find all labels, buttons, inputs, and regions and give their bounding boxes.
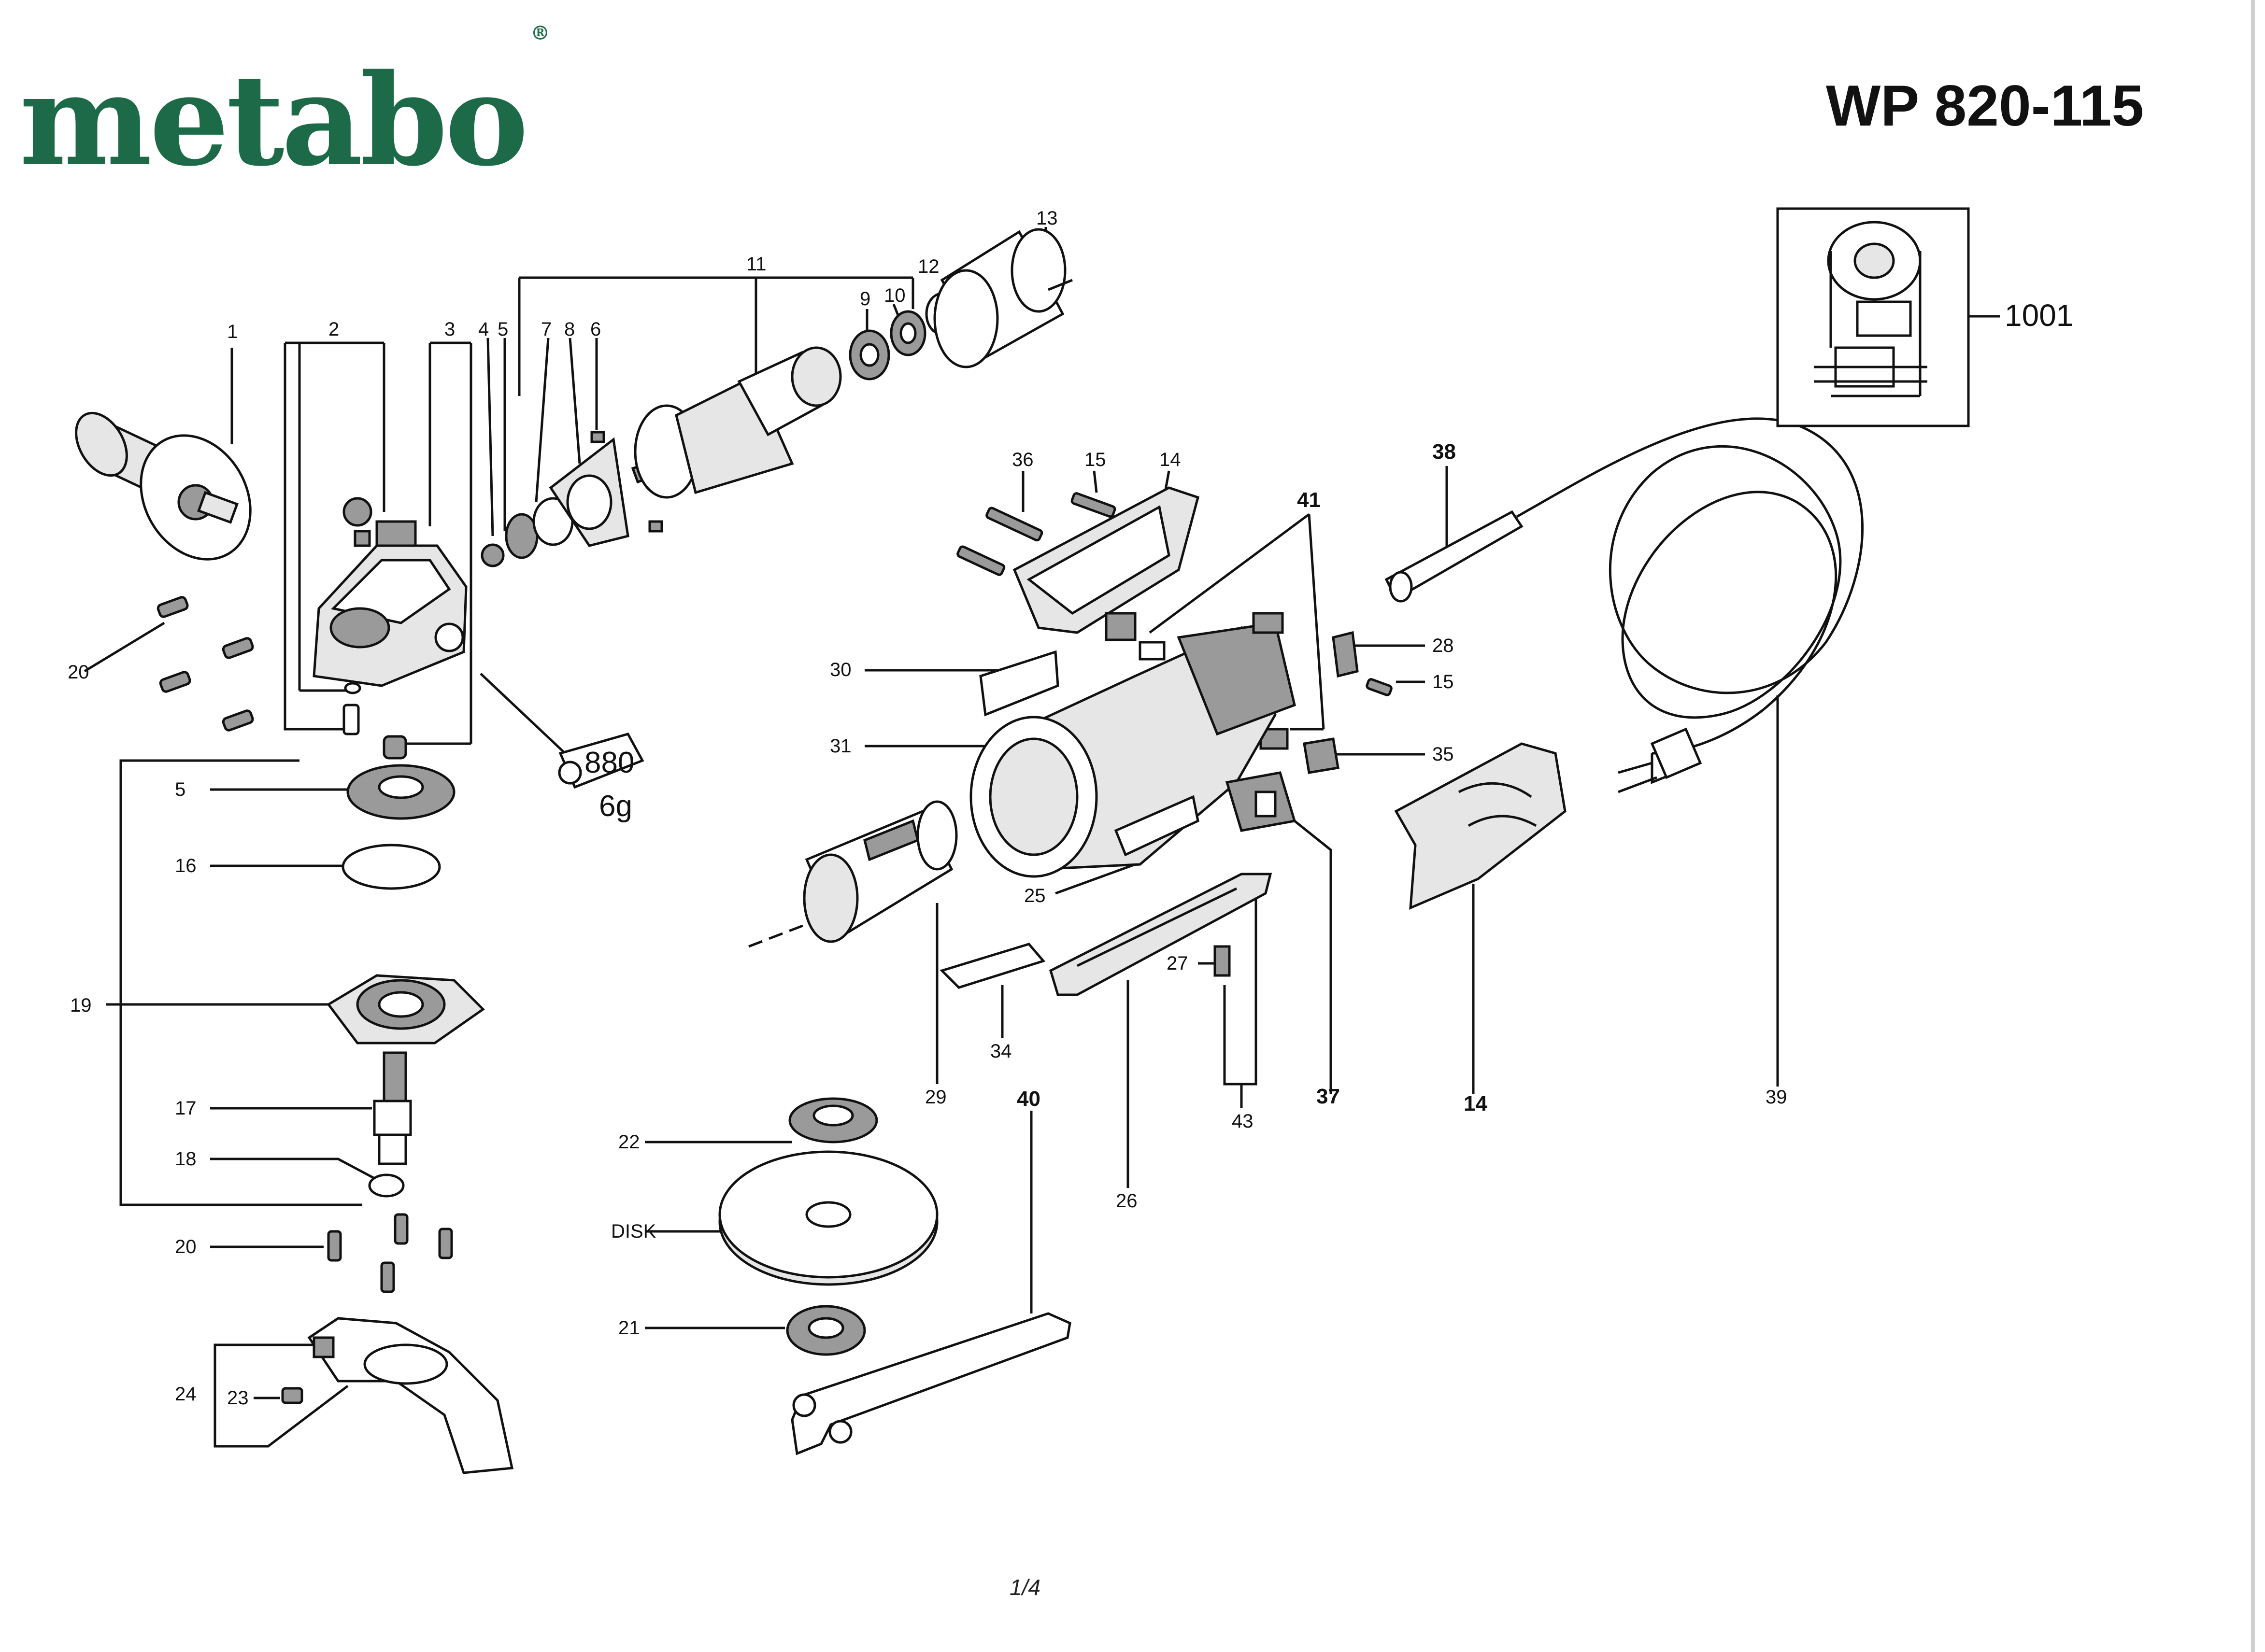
label-1001: 1001 [2005,298,2073,333]
label-37: 37 [1316,1085,1340,1108]
brand-text: metabo [19,47,528,194]
label-27: 27 [1167,953,1188,974]
spindle-flange-part [327,974,485,1045]
label-24: 24 [175,1384,197,1405]
label-25: 25 [1024,885,1046,906]
label-1: 1 [227,321,238,342]
label-20-lower: 20 [175,1236,197,1257]
fan-guard-part [933,228,1073,368]
page-edge [2251,0,2255,1652]
label-39: 39 [1766,1087,1787,1108]
page-number: 1/4 [1010,1575,1040,1600]
label-5-lower: 5 [175,779,185,800]
switch-small-parts [1303,631,1393,774]
snap-ring-part [368,1173,405,1198]
pin-spanner-part [791,1312,1071,1455]
label-43: 43 [1232,1111,1254,1132]
crown-gear-part [346,764,456,820]
insulation-sheet-part [940,943,1046,989]
inner-flange-part [786,1305,866,1356]
label-disk: DISK [611,1221,656,1242]
label-26: 26 [1116,1190,1138,1212]
label-14-top: 14 [1159,449,1181,470]
model-title: WP 820-115 [1826,73,2144,138]
side-handle-part [75,411,252,561]
motor-housing-part [969,612,1296,878]
grease-amount: 6g [599,790,632,823]
metabo-logo: metabo® [19,24,550,184]
label-40: 40 [1017,1087,1040,1111]
armature-part [631,292,959,499]
label-23: 23 [227,1387,249,1409]
label-12: 12 [918,256,940,277]
label-34: 34 [990,1041,1012,1062]
leader-lines [84,227,2000,1448]
label-35: 35 [1432,744,1454,765]
label-10: 10 [884,285,906,306]
grease-tube-part: 880 6g [558,733,644,823]
label-9: 9 [860,288,870,310]
registered-mark: ® [530,22,550,45]
bevel-gear-and-flange [481,431,663,567]
rating-label-part [979,650,1059,717]
label-15-right: 15 [1432,671,1454,692]
label-19: 19 [70,995,92,1016]
switch-spring-part [1213,945,1231,977]
screws-20-lower [327,1213,453,1293]
o-ring-part [342,844,441,890]
switch-rod-part [1049,873,1272,996]
label-21: 21 [618,1317,640,1339]
label-7: 7 [541,319,552,340]
label-22: 22 [618,1131,640,1153]
switch-part [1225,771,1296,832]
gear-housing-part [313,497,468,760]
clamp-nut-part [788,1097,878,1144]
label-8: 8 [564,319,575,340]
label-36: 36 [1012,449,1034,470]
label-29: 29 [925,1087,947,1108]
spindle-part [373,1051,412,1165]
label-2: 2 [328,319,339,340]
part-number-labels: 1 2 3 4 5 7 8 6 11 9 10 12 13 20 5 16 19… [68,208,2073,1409]
wheel-guard-part [281,1317,514,1474]
label-41: 41 [1297,488,1321,512]
brush-holder-part [1105,612,1289,750]
screws-20-upper [157,596,254,732]
label-38: 38 [1432,440,1456,464]
grinding-disk-part [718,1150,939,1286]
label-18: 18 [175,1148,197,1170]
label-14-lower: 14 [1464,1092,1487,1115]
grease-code: 880 [584,746,634,779]
label-17: 17 [175,1098,197,1119]
label-5-upper: 5 [498,319,508,340]
label-6: 6 [590,319,601,340]
label-3: 3 [444,319,455,340]
label-20-upper: 20 [68,662,89,683]
label-15-top: 15 [1084,449,1106,470]
field-coil-part [748,800,958,948]
motor-cover-top-part [956,486,1200,634]
label-4: 4 [478,319,489,340]
label-30: 30 [830,659,852,680]
label-31: 31 [830,735,852,757]
wiring-schematic-1001 [1776,207,1970,427]
label-28: 28 [1432,635,1454,656]
label-11: 11 [746,254,767,275]
rear-cover-part [1394,742,1567,910]
label-16: 16 [175,855,197,876]
label-13: 13 [1036,208,1058,229]
power-cord-part [1384,417,1864,793]
